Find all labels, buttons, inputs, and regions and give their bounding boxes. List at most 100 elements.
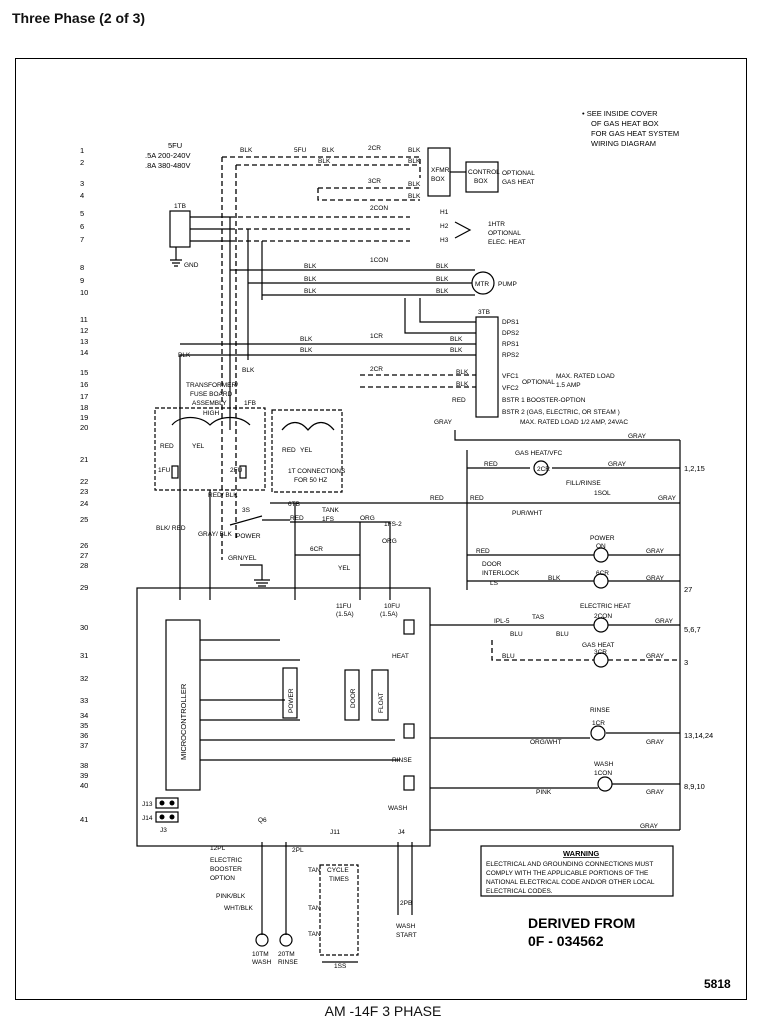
gas-heat-wiring: XFMR BOX CONTROL BOX OPTIONAL GAS HEAT B…	[221, 145, 535, 560]
booster-label: ELECTRIC	[210, 857, 242, 864]
wire-label: TAN	[308, 905, 321, 912]
float-led-label: FLOAT	[378, 693, 385, 713]
heat-output-label: HEAT	[392, 653, 409, 660]
wire-label: BLK	[436, 288, 449, 295]
fuse-1fu: 1FU	[158, 467, 171, 474]
coil-tag: 2CON	[594, 613, 612, 620]
rinse-label: RINSE	[590, 707, 611, 714]
wire-label: BLK	[456, 369, 469, 376]
line-number: 23	[80, 487, 88, 496]
fuse-label: (1.5A)	[336, 611, 354, 618]
line-number: 38	[80, 761, 88, 770]
cycle-times-label: TIMES	[329, 876, 350, 883]
rinse-output-label: RINSE	[392, 757, 413, 764]
booster-label: OPTION	[210, 875, 235, 882]
fuse-label: 5FU	[168, 141, 182, 150]
pushbutton-label: 2PB	[400, 900, 412, 907]
line-number: 8	[80, 263, 84, 272]
wire-label: GRAY/ BLK	[198, 531, 233, 538]
wire-label: BLK	[178, 352, 191, 359]
vfc-note: 1.5 AMP	[556, 382, 581, 389]
gas-heat-note: • SEE INSIDE COVER OF GAS HEAT BOX FOR G…	[582, 109, 679, 148]
solenoid-label: 1SOL	[594, 490, 611, 497]
wire-label: PINK/BLK	[216, 893, 246, 900]
wash-start-label: START	[396, 932, 417, 939]
relay-label: 2CR	[368, 145, 381, 152]
terminal-red: RED	[160, 443, 174, 450]
electric-heat-coil	[593, 617, 609, 633]
wire-label: GRAY	[646, 575, 665, 582]
wash-start-label: WASH	[396, 923, 416, 930]
note-line: • SEE INSIDE COVER	[582, 109, 658, 118]
coil-tag: 1CON	[594, 770, 612, 777]
ref-number: 5,6,7	[684, 625, 701, 634]
warning-line: ELECTRICAL CODES.	[486, 888, 553, 895]
wire-label: BLK	[304, 288, 317, 295]
interlock-label: DOOR	[482, 561, 502, 568]
line-number: 25	[80, 515, 88, 524]
wire-label: BLK/ RED	[156, 525, 186, 532]
wire-label: GRN/YEL	[228, 555, 257, 562]
wire-label: BLK	[456, 381, 469, 388]
power-led-module	[282, 667, 298, 719]
ref-number: 3	[684, 658, 688, 667]
terminal-yel: YEL	[300, 447, 313, 454]
wire-label: BLK	[548, 575, 561, 582]
terminal-block-3tb: 3TB DPS1 DPS2 RPS1 RPS2 VFC1 VFC2 OPTION…	[178, 298, 628, 600]
power-on-lamp	[593, 547, 609, 563]
power-switch-label: POWER	[236, 533, 261, 540]
line-number: 24	[80, 499, 88, 508]
control-box-label: BOX	[474, 178, 488, 185]
terminal-red: RED	[282, 447, 296, 454]
wire-label: BLK	[300, 347, 313, 354]
transistor-label: Q6	[258, 817, 267, 824]
wire-label: BLK	[304, 263, 317, 270]
warning-box: WARNING ELECTRICAL AND GROUNDING CONNECT…	[480, 845, 674, 897]
terminal-6tb: 6TB	[288, 501, 300, 508]
rps1-label: RPS1	[502, 341, 519, 348]
line-number: 22	[80, 477, 88, 486]
coil-label: GAS HEAT/VFC	[515, 450, 562, 457]
wire-label: RED/ BLK	[208, 492, 238, 499]
float-switch-label: 1FS	[322, 516, 335, 523]
xfmr-label: XFMR	[431, 167, 450, 174]
wire-label: BLK	[408, 181, 421, 188]
vfc1-label: VFC1	[502, 373, 519, 380]
jumper-label: J14	[142, 815, 153, 822]
line-number: 2	[80, 158, 84, 167]
fuse-2fu: 2FU	[230, 467, 243, 474]
line-number: 41	[80, 815, 88, 824]
wire-label: BLK	[436, 276, 449, 283]
heater-label: OPTIONAL	[488, 230, 521, 237]
line-number: 10	[80, 288, 88, 297]
booster-label: MAX. RATED LOAD 1/2 AMP, 24VAC	[520, 419, 628, 426]
fuse-label: 10FU	[384, 603, 400, 610]
line-number: 26	[80, 541, 88, 550]
line-number: 12	[80, 326, 88, 335]
connector-label: J3	[160, 827, 167, 834]
wire-label: BLK	[322, 147, 335, 154]
fuse-rating-low: .5A 200-240V	[145, 151, 190, 160]
transformer-label: TRANSFORMER/	[186, 382, 238, 389]
fuse-board-label: 1FB	[244, 400, 256, 407]
rinse-lamp-icon	[279, 933, 293, 947]
line-number: 4	[80, 191, 84, 200]
line-number: 19	[80, 413, 88, 422]
wash-label: WASH	[594, 761, 614, 768]
lamp-label: RINSE	[278, 959, 299, 966]
line-number: 6	[80, 222, 84, 231]
gas-heat-label: OPTIONAL	[502, 170, 535, 177]
fuse-rating: 5FU .5A 200-240V .8A 380-480V	[145, 141, 190, 170]
wire-label: BLK	[450, 336, 463, 343]
gas-heat-vfc-coil	[533, 460, 549, 476]
gnd-label: GND	[184, 262, 199, 269]
wire-label: PUR/WHT	[512, 510, 542, 517]
wire-label: PINK	[536, 789, 552, 796]
wire-label: BLK	[240, 147, 253, 154]
jumper-label: J13	[142, 801, 153, 808]
line-number: 37	[80, 741, 88, 750]
connector-label: IPL-5	[494, 618, 510, 625]
transformer-label: FUSE BOARD	[190, 391, 233, 398]
source-drawing-number: 0F - 034562	[528, 933, 604, 949]
heater-label: 1HTR	[488, 221, 505, 228]
